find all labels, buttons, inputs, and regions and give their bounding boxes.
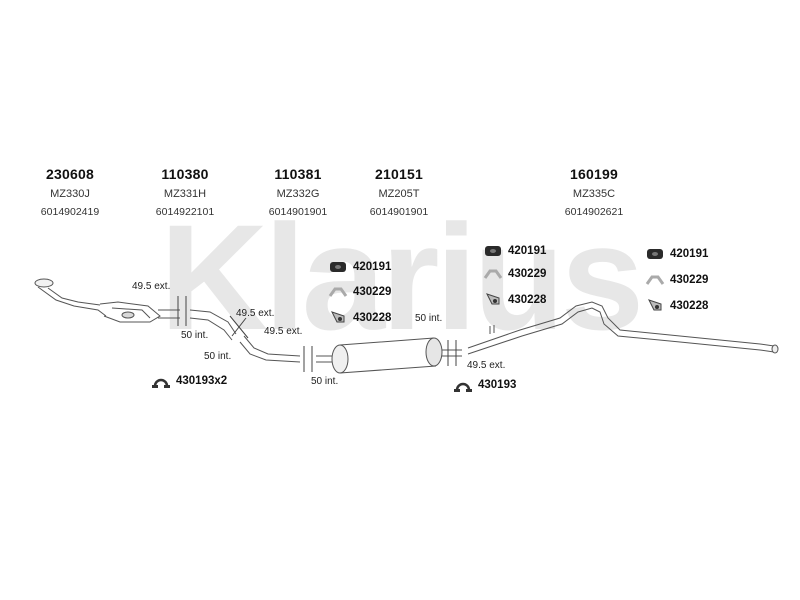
joint-4-ext-label: 49.5 ext. [467,360,506,371]
intermediate-pipe-2 [239,335,301,363]
part-ean: 6014922101 [155,206,215,218]
fitting-number: 430228 [508,294,547,306]
intermediate-pipe-1 [189,309,237,341]
fitting-number: 420191 [670,248,709,260]
watermark: Klarius [159,212,645,342]
clamp-number: 430193 [478,379,517,391]
rubber-mount-icon [647,249,663,259]
clamp-item[interactable]: 430193x2 [150,372,227,390]
part-ean: 6014901901 [268,206,328,218]
rubber-mount-icon [485,246,501,256]
part-ean: 6014902419 [40,206,100,218]
hanger-clamp-icon [331,311,345,323]
joint-1-ext-label: 49.5 ext. [132,281,171,292]
fitting-number: 430228 [670,300,709,312]
fitting-number: 430229 [353,286,392,298]
joint-4-int-label: 50 int. [415,313,443,324]
joint-2-int-label: 50 int. [204,351,232,362]
fitting-item[interactable]: 430229 [482,265,546,283]
fitting-item[interactable]: 420191 [482,242,546,260]
joint-marker-2 [229,315,249,339]
center-silencer [316,337,462,374]
part-column-1: 230608 MZ330J 6014902419 [10,166,130,218]
part-ean: 6014902621 [564,206,624,218]
fitting-item[interactable]: 420191 [327,258,391,276]
fitting-item[interactable]: 430228 [482,291,546,309]
part-column-4: 210151 MZ205T 6014901901 [339,166,459,218]
rubber-mount-icon [330,262,346,272]
part-number[interactable]: 160199 [570,166,618,182]
part-code: MZ335C [572,188,616,200]
part-code: MZ205T [378,188,420,200]
joint-3-ext-label: 49.5 ext. [264,326,303,337]
bracket-icon [328,287,348,297]
hanger-clamp-icon [486,293,500,305]
hanger-clamp-icon [648,299,662,311]
bracket-icon [483,269,503,279]
joint-3-int-label: 50 int. [311,376,339,387]
clamp-icon [454,382,472,392]
clamp-icon [152,378,170,388]
clamp-item[interactable]: 430193 [452,376,516,394]
fitting-number: 430228 [353,312,392,324]
fitting-number: 420191 [508,245,547,257]
fitting-number: 430229 [670,274,709,286]
part-column-3: 110381 MZ332G 6014901901 [238,166,358,218]
bracket-icon [645,275,665,285]
part-code: MZ331H [163,188,207,200]
part-number[interactable]: 210151 [375,166,423,182]
clamp-number: 430193x2 [176,375,228,387]
joint-marker-4 [447,340,457,366]
fitting-number: 430229 [508,268,547,280]
part-code: MZ330J [50,188,90,200]
part-number[interactable]: 110380 [161,166,209,182]
fitting-number: 420191 [353,261,392,273]
joint-2-ext-label: 49.5 ext. [236,308,275,319]
part-ean: 6014901901 [369,206,429,218]
joint-1-int-label: 50 int. [181,330,209,341]
part-number[interactable]: 110381 [274,166,322,182]
fitting-item[interactable]: 430228 [644,297,708,315]
part-number[interactable]: 230608 [46,166,94,182]
fitting-item[interactable]: 430229 [327,283,391,301]
front-pipe [34,278,180,323]
fitting-item[interactable]: 430229 [644,271,708,289]
fitting-item[interactable]: 420191 [644,245,708,263]
part-column-2: 110380 MZ331H 6014922101 [125,166,245,218]
joint-marker-3 [303,346,313,372]
part-code: MZ332G [276,188,320,200]
joint-marker-1 [177,296,187,326]
part-column-5: 160199 MZ335C 6014902621 [534,166,654,218]
rear-pipe [467,301,779,355]
fitting-item[interactable]: 430228 [327,309,391,327]
